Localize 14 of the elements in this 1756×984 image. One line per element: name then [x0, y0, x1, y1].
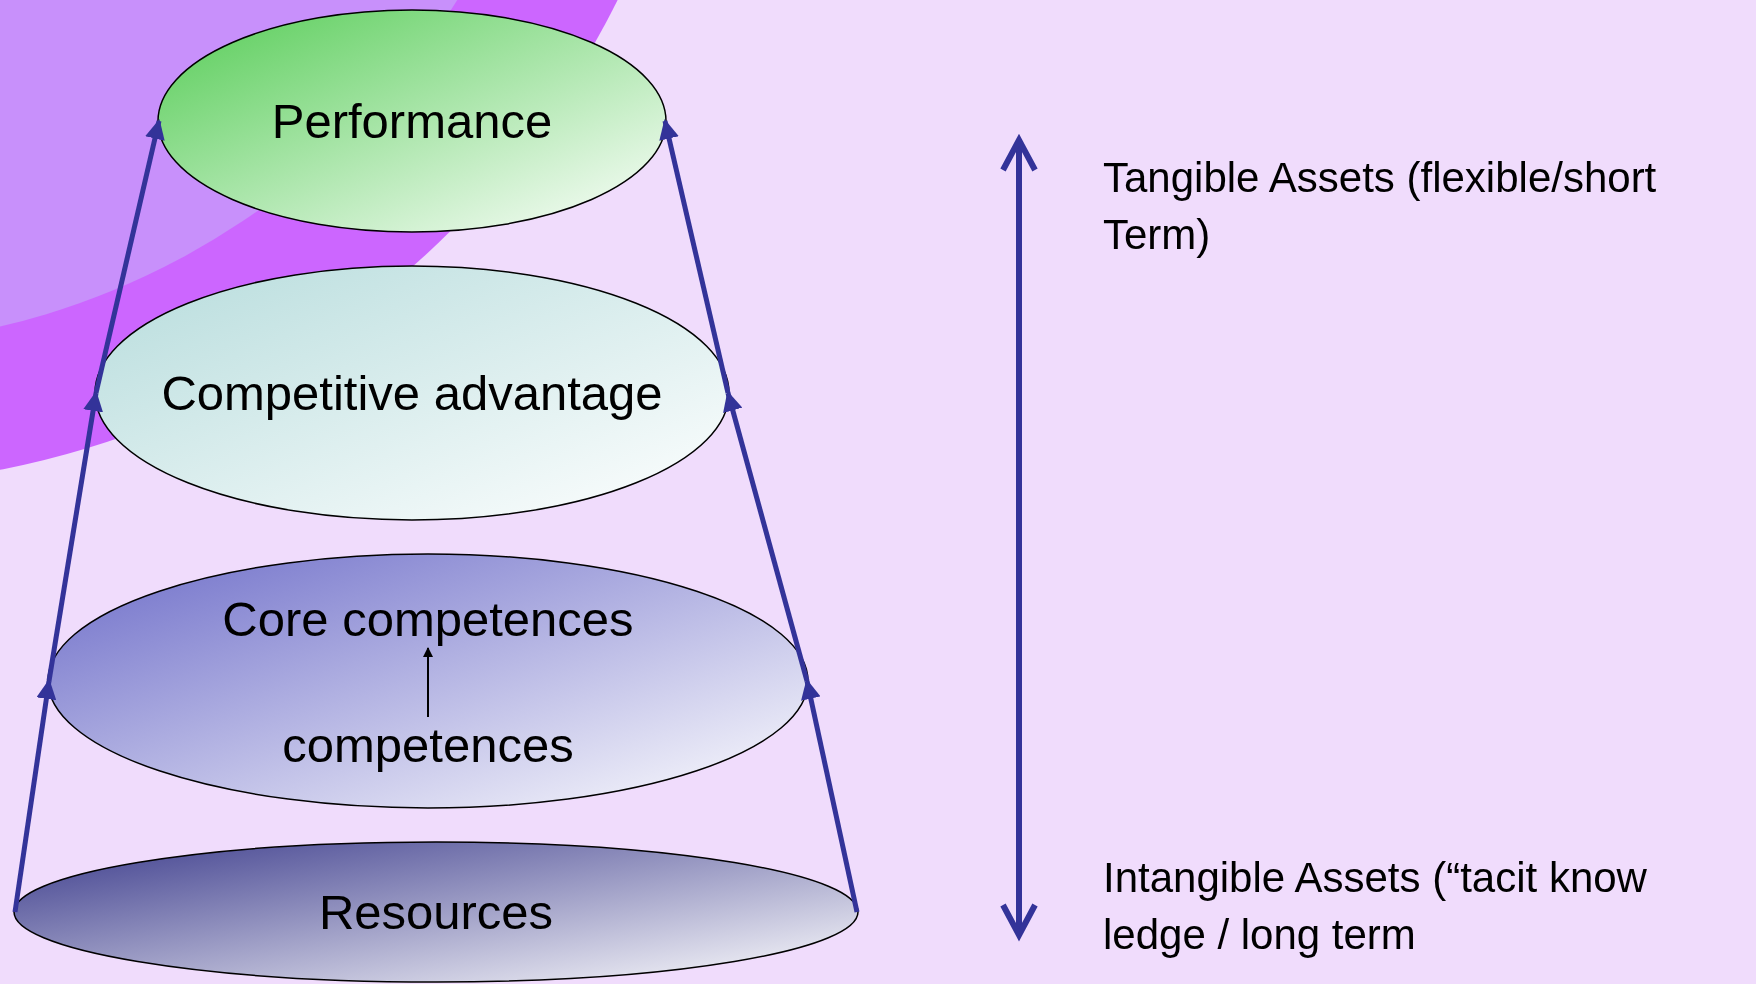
node-text: Competitive advantage [160, 369, 664, 418]
arrow [12, 679, 57, 913]
node-text: Performance [270, 97, 554, 146]
arrow [93, 119, 165, 394]
arrow [723, 391, 810, 682]
node-text: Resources [317, 888, 555, 937]
node-text: competences [47, 721, 809, 770]
arrow [801, 679, 860, 913]
arrow [46, 391, 103, 682]
node-text: Core competences [47, 595, 809, 644]
arrow [423, 647, 433, 718]
side-note: Tangible Assets (flexible/short Term) [1103, 153, 1658, 260]
side-note: Intangible Assets (“tacit know ledge / long term [1103, 853, 1648, 960]
arrow [659, 119, 731, 394]
